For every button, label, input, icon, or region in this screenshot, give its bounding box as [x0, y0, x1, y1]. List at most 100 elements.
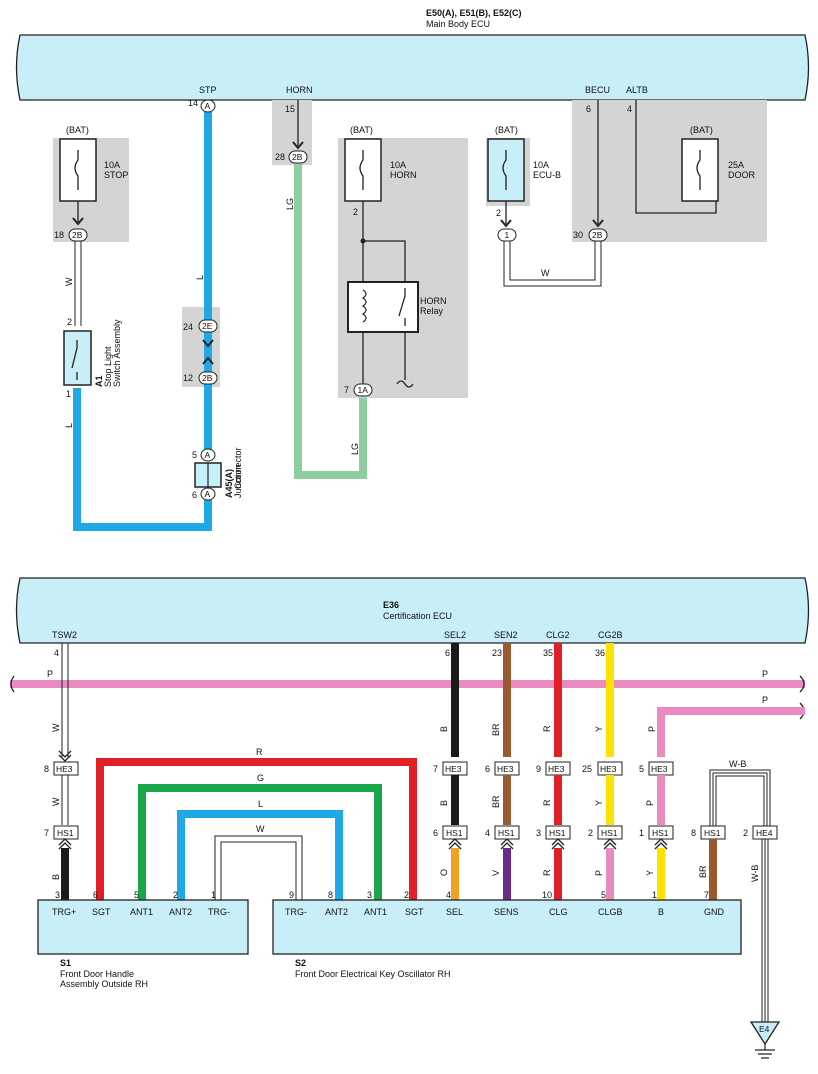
hs1-clgb-num: 2 [588, 828, 593, 838]
connector-2b-12 [198, 371, 218, 385]
s2-name: Front Door Electrical Key Oscillator RH [295, 969, 451, 979]
he3-connectors: 8 HE3 7 HE3 6 HE3 9 HE3 25 HE3 5 HE3 [44, 761, 674, 776]
door-fuse-name: DOOR [728, 170, 756, 180]
wire-label-w-5: W [256, 824, 265, 834]
connector-1a-label: 1A [358, 385, 369, 395]
he3-sens-label: HE3 [497, 764, 514, 774]
wire-label-y-1: Y [594, 726, 604, 732]
wire-trg-white [214, 835, 303, 900]
he3-sel-label: HE3 [445, 764, 462, 774]
s2-pin-name-ant2: ANT2 [325, 907, 348, 917]
pin-altb-num: 4 [627, 104, 632, 114]
s2-pin-1: 1 [652, 890, 657, 900]
hs1-sel-num: 6 [433, 828, 438, 838]
connector-2b-30 [588, 228, 608, 242]
wire-label-wb-2: W-B [750, 865, 760, 882]
wire-label-br-3: BR [698, 865, 708, 878]
he3-b-num: 5 [639, 764, 644, 774]
s2-pin-name-sens: SENS [494, 907, 519, 917]
he3-tsw2 [53, 761, 79, 776]
connector-a-5 [200, 448, 216, 462]
s1-pin-1: 1 [211, 890, 216, 900]
wire-label-b-2: B [439, 800, 449, 806]
wire-label-r-2: R [542, 799, 552, 806]
s1-pin-2: 2 [173, 890, 178, 900]
junction-name-line2: Connector [233, 447, 243, 489]
s2-pin-8: 8 [328, 890, 333, 900]
connector-2b-12-label: 2B [202, 373, 213, 383]
s2-pin-name-gnd: GND [704, 907, 725, 917]
cert-ecu-code: E36 [383, 600, 399, 610]
connector-a-14 [200, 99, 216, 113]
he4-num: 2 [743, 828, 748, 838]
hs1-trg-label: HS1 [57, 828, 74, 838]
pin-sen2-label: SEN2 [494, 630, 518, 640]
wire-label-y-3: Y [645, 870, 655, 876]
connector-2e [198, 319, 218, 333]
wire-label-r-1: R [542, 725, 552, 732]
horn-fuse-supply: (BAT) [350, 125, 373, 135]
connector-2b-28 [288, 150, 308, 164]
connector-2e-label: 2E [202, 321, 213, 331]
cert-ecu-name: Certification ECU [383, 611, 452, 621]
wire-sgt-red [96, 758, 417, 900]
p-wire-branch [657, 707, 805, 757]
hs1-b-num: 1 [639, 828, 644, 838]
wire-label-w-1: W [64, 277, 74, 286]
main-body-ecu-box [15, 34, 810, 101]
pin-sen2-num: 23 [492, 648, 502, 658]
connector-1-label: 1 [505, 230, 510, 240]
stop-switch-name-1: Stop Light [103, 346, 113, 387]
door-out-num: 30 [573, 230, 583, 240]
stop-fuse-box [59, 138, 97, 202]
horn-wire-lg [294, 164, 367, 479]
wire-label-p-3: P [594, 870, 604, 876]
s2-component [272, 899, 742, 955]
stop-fuse-supply: (BAT) [66, 125, 89, 135]
wire-label-br-1: BR [491, 723, 501, 736]
wire-label-br-2: BR [491, 795, 501, 808]
s2-pin-name-sgt: SGT [405, 907, 424, 917]
he3-clg-label: HE3 [548, 764, 565, 774]
hs1-gnd-num: 8 [691, 828, 696, 838]
he3-tsw2-label: HE3 [56, 764, 73, 774]
ground-e4-label: E4 [759, 1024, 770, 1034]
s2-pin-name-sel: SEL [446, 907, 463, 917]
pin-horn-num: 15 [285, 104, 295, 114]
hs1-clg-label: HS1 [549, 828, 566, 838]
door-fuse-rating: 25A [728, 160, 744, 170]
stop-out-num: 18 [54, 230, 64, 240]
hs1-trg-num: 7 [44, 828, 49, 838]
wire-ant2-blue [177, 810, 343, 900]
wire-label-p-1: P [647, 726, 657, 732]
s1-name-2: Assembly Outside RH [60, 979, 148, 989]
a6-num: 6 [192, 490, 197, 500]
pin-cg2b-num: 36 [595, 648, 605, 658]
s1-pin-6: 6 [93, 890, 98, 900]
s2-pin-name-trgm: TRG- [285, 907, 307, 917]
pin-sel2-label: SEL2 [444, 630, 466, 640]
s1-pin-3: 3 [55, 890, 60, 900]
stp-wire-blue [73, 112, 212, 531]
s2-pin-4: 4 [446, 890, 451, 900]
stop-fuse-rating: 10A [104, 160, 120, 170]
a5-num: 5 [192, 450, 197, 460]
wire-label-o: O [439, 869, 449, 876]
wire-label-g: G [257, 773, 264, 783]
hs1-trg [53, 825, 79, 840]
main-body-ecu-code: E50(A), E51(B), E52(C) [426, 8, 522, 18]
s2-code: S2 [295, 958, 306, 968]
wire-label-r-3: R [542, 869, 552, 876]
wire-label-y-2: Y [594, 800, 604, 806]
ecub-fuse-box [487, 138, 525, 202]
wire-ant1-green [138, 784, 382, 900]
p-wire-label-right: P [762, 669, 768, 679]
connector-2b-28-label: 2B [292, 152, 303, 162]
j12-num: 12 [183, 373, 193, 383]
horn-fuse-out-num: 2 [353, 207, 358, 217]
hs1-gnd-label: HS1 [704, 828, 721, 838]
j24-num: 24 [183, 322, 193, 332]
s1-pin-5: 5 [134, 890, 139, 900]
pin-clg2-num: 35 [543, 648, 553, 658]
